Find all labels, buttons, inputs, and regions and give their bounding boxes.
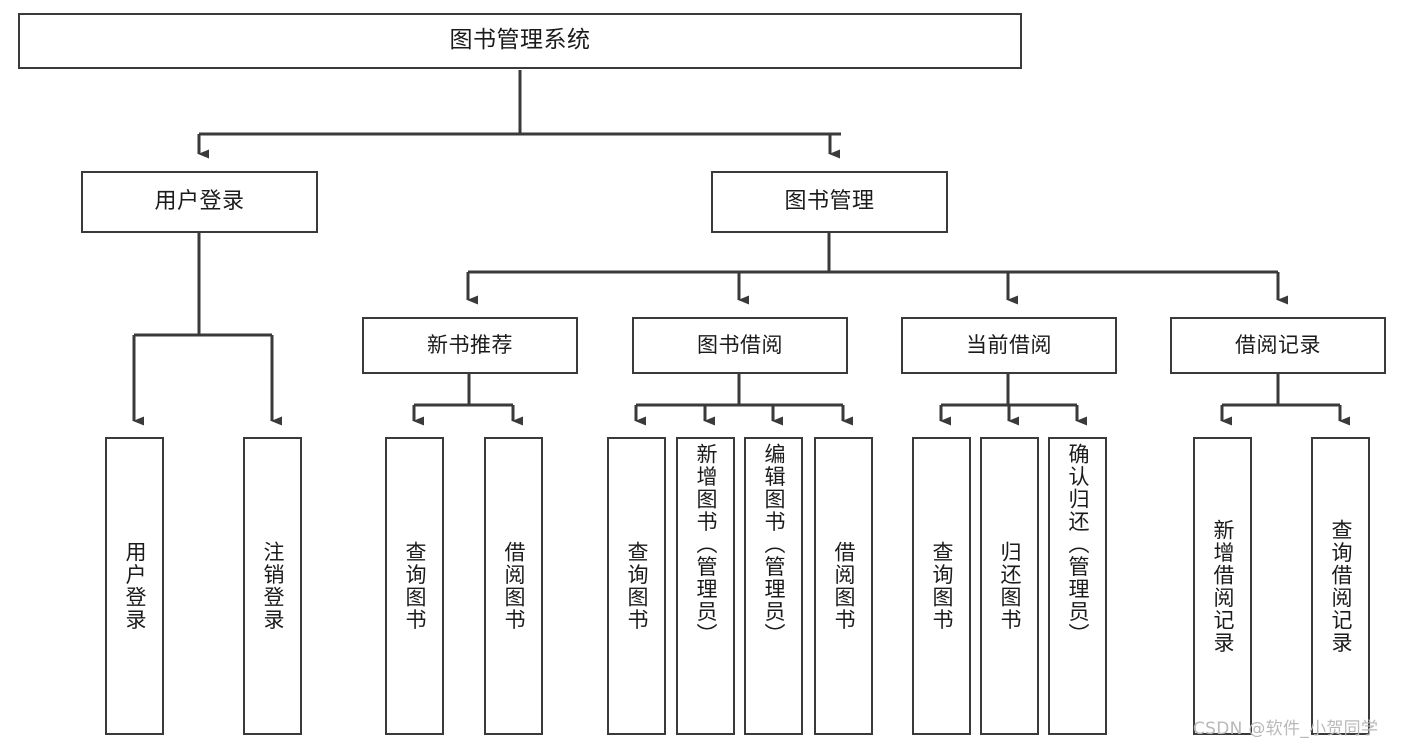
node-current-borrow-label: 当前借阅 <box>966 332 1052 357</box>
leaf-confirm-return-admin-label: 确认归还（管理员） <box>1066 443 1090 646</box>
node-user-login-label: 用户登录 <box>154 188 245 214</box>
node-root-label: 图书管理系统 <box>449 27 591 54</box>
leaf-return-book-label: 归还图书 <box>998 541 1022 631</box>
leaf-logout-label: 注销登录 <box>261 541 285 631</box>
node-user-login[interactable]: 用户登录 <box>81 171 318 233</box>
leaf-borrow-query-book[interactable]: 查询图书 <box>607 437 666 735</box>
leaf-borrow-book-label: 借阅图书 <box>832 541 856 631</box>
node-new-book-recommend-label: 新书推荐 <box>427 332 513 357</box>
node-root[interactable]: 图书管理系统 <box>18 13 1022 69</box>
leaf-add-book-admin-label: 新增图书（管理员） <box>694 443 718 646</box>
leaf-current-query-book-label: 查询图书 <box>930 541 954 631</box>
leaf-borrow-query-book-label: 查询图书 <box>625 541 649 631</box>
node-borrow-record[interactable]: 借阅记录 <box>1170 317 1386 374</box>
leaf-newbook-borrow-book-label: 借阅图书 <box>502 541 526 631</box>
leaf-current-query-book[interactable]: 查询图书 <box>912 437 971 735</box>
leaf-add-book-admin[interactable]: 新增图书（管理员） <box>676 437 735 735</box>
leaf-edit-book-admin-label: 编辑图书（管理员） <box>762 443 786 646</box>
node-book-borrow[interactable]: 图书借阅 <box>632 317 848 374</box>
leaf-query-borrow-record[interactable]: 查询借阅记录 <box>1311 437 1370 735</box>
leaf-add-borrow-record-label: 新增借阅记录 <box>1211 518 1235 654</box>
leaf-newbook-query-book-label: 查询图书 <box>403 541 427 631</box>
csdn-watermark: CSDN @软件_小贺同学 <box>1193 719 1379 739</box>
node-current-borrow[interactable]: 当前借阅 <box>901 317 1117 374</box>
node-book-management[interactable]: 图书管理 <box>711 171 948 233</box>
leaf-edit-book-admin[interactable]: 编辑图书（管理员） <box>744 437 803 735</box>
leaf-logout[interactable]: 注销登录 <box>243 437 302 735</box>
node-new-book-recommend[interactable]: 新书推荐 <box>362 317 578 374</box>
leaf-return-book[interactable]: 归还图书 <box>980 437 1039 735</box>
leaf-user-login[interactable]: 用户登录 <box>105 437 164 735</box>
leaf-borrow-book[interactable]: 借阅图书 <box>814 437 873 735</box>
leaf-add-borrow-record[interactable]: 新增借阅记录 <box>1193 437 1252 735</box>
leaf-query-borrow-record-label: 查询借阅记录 <box>1329 518 1353 654</box>
node-book-management-label: 图书管理 <box>784 188 875 214</box>
leaf-newbook-borrow-book[interactable]: 借阅图书 <box>484 437 543 735</box>
node-borrow-record-label: 借阅记录 <box>1235 332 1321 357</box>
node-book-borrow-label: 图书借阅 <box>697 332 783 357</box>
leaf-newbook-query-book[interactable]: 查询图书 <box>385 437 444 735</box>
leaf-user-login-label: 用户登录 <box>123 541 147 631</box>
leaf-confirm-return-admin[interactable]: 确认归还（管理员） <box>1048 437 1107 735</box>
